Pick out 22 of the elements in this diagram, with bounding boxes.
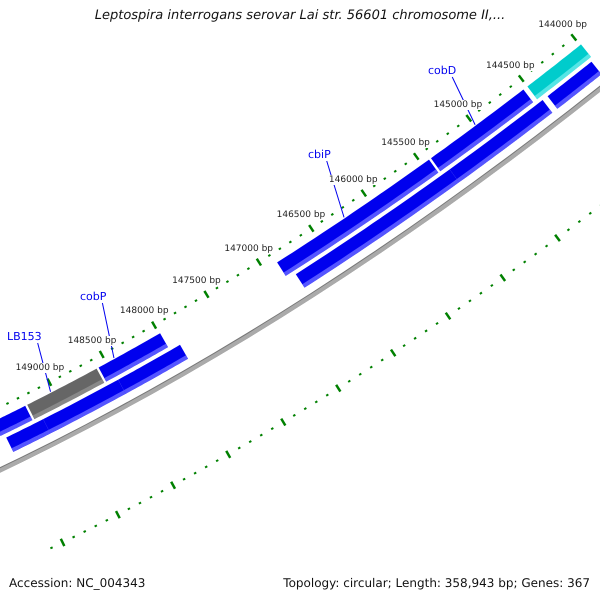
tick-label: 147500 bp	[172, 276, 221, 286]
gene-bar	[6, 419, 50, 452]
tick-label: 148000 bp	[120, 306, 169, 316]
gene-bar	[548, 62, 600, 109]
tick-label: 145000 bp	[434, 100, 482, 110]
tick-label: 145500 bp	[381, 138, 430, 148]
summary-text: Topology: circular; Length: 358,943 bp; Genes: 367	[283, 576, 590, 590]
gene-bar	[43, 380, 126, 434]
tick-label: 144500 bp	[486, 60, 535, 71]
tick-label: 144000 bp	[538, 20, 588, 30]
gene-bar	[118, 344, 188, 394]
tick-label: 146000 bp	[328, 174, 378, 185]
tick-label: 149000 bp	[16, 363, 64, 374]
accession-text: Accession: NC_004343	[9, 576, 146, 590]
tick-label: 146500 bp	[276, 210, 326, 220]
gene-label: cobD	[428, 64, 456, 77]
gene-label: cobP	[80, 290, 106, 303]
gene-label: cbiP	[308, 148, 331, 161]
gene-label: LB153	[7, 330, 42, 343]
tick-label: 147000 bp	[224, 244, 273, 254]
chart-title: Leptospira interrogans serovar Lai str. 56601 chromosome II,...	[94, 8, 506, 23]
tick-label: 148500 bp	[68, 336, 116, 346]
